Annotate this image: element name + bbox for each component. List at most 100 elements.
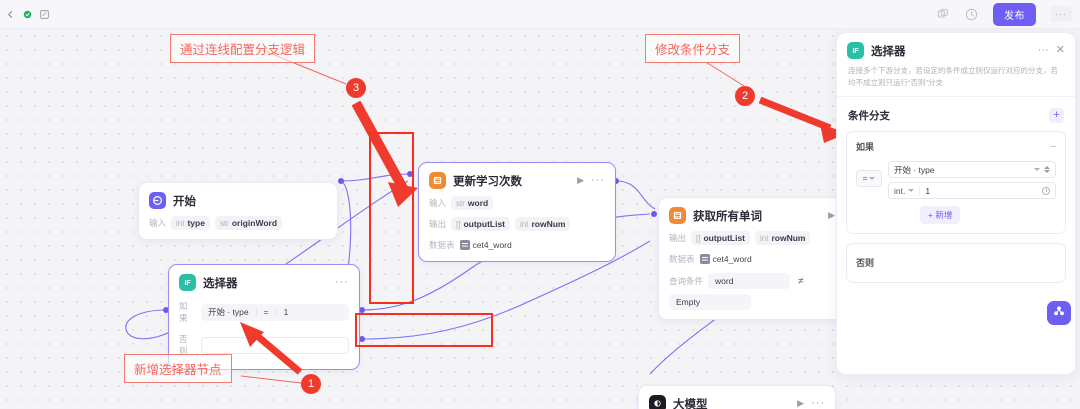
table-icon <box>699 254 710 264</box>
top-bar: 发布 ··· <box>0 0 1080 29</box>
node-start[interactable]: 开始 输入 int type str originWord <box>138 182 338 240</box>
node-start-header: 开始 <box>149 192 327 209</box>
else-label: 否则 <box>856 258 875 269</box>
io-chip: int rowNum <box>755 231 811 245</box>
more-icon[interactable]: ··· <box>811 397 825 409</box>
query-value[interactable]: Empty <box>669 294 751 310</box>
database-node-icon <box>429 172 446 189</box>
chip-name: rowNum <box>771 233 806 243</box>
chip-type: int <box>520 219 529 229</box>
add-condition-button[interactable]: + 新增 <box>920 206 961 225</box>
run-icon[interactable]: ▶ <box>577 175 584 185</box>
node-update-learning-count[interactable]: 更新学习次数 ▶ ··· 输入 str word 输出 [] outputLis… <box>418 162 616 262</box>
panel-description: 连接多个下游分支，若设定的条件成立则仅运行对应的分支，若均不成立则只运行“否则”… <box>848 66 1058 87</box>
chevron-down-icon <box>908 189 915 193</box>
run-icon[interactable]: ▶ <box>797 398 804 408</box>
publish-button[interactable]: 发布 <box>993 2 1036 26</box>
annotation-wire-branch-logic: 通过连线配置分支逻辑 <box>170 34 316 63</box>
node-llm[interactable]: 大模型 ▶ ··· 输入 str word 输出 str example_sen… <box>638 385 836 409</box>
marker-1: 1 <box>301 374 321 394</box>
io-chip: str originWord <box>214 216 283 230</box>
annotation-modify-condition: 修改条件分支 <box>645 34 741 63</box>
io-chip: [] outputList <box>691 231 751 245</box>
clock-icon[interactable] <box>1042 186 1050 195</box>
variable-value: 开始 · type <box>894 164 935 175</box>
query-field[interactable]: word <box>708 273 791 289</box>
if-label: 如果 <box>179 301 188 323</box>
if-value: 1 <box>275 307 296 317</box>
node-update-input-row: 输入 str word <box>429 196 605 210</box>
if-node-icon: IF <box>179 274 196 291</box>
table-chip: cet4_word <box>699 252 752 266</box>
io-chip: int type <box>171 216 210 230</box>
query-operator[interactable]: ≠ <box>798 275 804 287</box>
chip-type: int <box>760 233 769 243</box>
node-get-table-row: 数据表 cet4_word <box>669 252 835 266</box>
logic-operator-select[interactable]: = <box>856 170 882 188</box>
plus-icon[interactable]: + <box>1049 108 1064 124</box>
more-icon[interactable]: ··· <box>335 276 349 288</box>
chip-type: int <box>176 218 185 228</box>
io-chip: int rowNum <box>515 217 571 231</box>
logic-operator-value: = <box>862 174 868 184</box>
condition-label: 如果 <box>856 142 875 153</box>
chip-name: type <box>187 218 205 228</box>
node-get-output-row: 输出 [] outputList int rowNum <box>669 231 835 245</box>
more-icon[interactable]: ··· <box>1037 44 1049 56</box>
edit-icon[interactable] <box>38 8 50 20</box>
table-name: cet4_word <box>712 254 752 264</box>
assistant-fab-button[interactable] <box>1047 301 1071 325</box>
row-label: 输出 <box>429 219 447 229</box>
close-icon[interactable]: ✕ <box>1055 44 1065 56</box>
node-start-title: 开始 <box>173 195 196 208</box>
node-selector-title: 选择器 <box>203 277 238 290</box>
if-variable: 开始 · type <box>208 307 249 317</box>
llm-node-icon <box>649 395 666 409</box>
condition-branch-card: 如果 – = 开始 · type int. <box>846 131 1066 235</box>
assistant-icon <box>1052 304 1066 323</box>
node-selector-if-row: 如果 开始 · type = 1 <box>169 300 359 324</box>
run-icon[interactable]: ▶ <box>828 210 835 220</box>
node-get-all-words-title: 获取所有单词 <box>693 210 762 223</box>
row-label: 输入 <box>429 198 447 208</box>
status-dot-icon <box>21 8 33 20</box>
node-update-output-row: 输出 [] outputList int rowNum <box>429 217 605 231</box>
node-get-all-words[interactable]: 获取所有单词 ▶ 输出 [] outputList int rowNum 数据表 <box>658 197 846 320</box>
annotation-add-selector-node: 新增选择器节点 <box>124 354 232 383</box>
history-icon[interactable] <box>964 7 979 22</box>
condition-fields: 开始 · type int. 1 + 新增 <box>888 161 1056 225</box>
copy-icon[interactable] <box>935 7 950 22</box>
chevron-down-icon <box>869 177 876 181</box>
svg-text:IF: IF <box>184 280 190 287</box>
query-label: 查询条件 <box>669 276 704 286</box>
else-label: 否则 <box>179 334 188 356</box>
value-input[interactable]: int. 1 <box>888 182 1056 200</box>
value-text: 1 <box>925 185 931 196</box>
else-branch-slot[interactable] <box>201 336 349 354</box>
chip-type: str <box>219 218 229 228</box>
value-type-select[interactable]: int. <box>894 185 921 196</box>
marker-2: 2 <box>735 86 755 106</box>
minimize-icon[interactable]: – <box>1050 140 1056 152</box>
variable-select[interactable]: 开始 · type <box>888 161 1056 179</box>
chip-name: originWord <box>231 218 278 228</box>
io-chip: str word <box>451 196 494 210</box>
top-bar-actions: 发布 ··· <box>935 2 1080 26</box>
if-expression[interactable]: 开始 · type = 1 <box>201 303 349 321</box>
back-icon[interactable] <box>4 8 16 20</box>
chip-type: str <box>456 198 465 208</box>
chip-type: [] <box>696 233 701 243</box>
more-icon[interactable]: ··· <box>591 174 605 186</box>
node-update-title: 更新学习次数 <box>453 175 522 188</box>
chip-name: rowNum <box>531 219 566 229</box>
row-label: 输出 <box>669 233 687 243</box>
more-icon[interactable]: ··· <box>1050 6 1072 22</box>
variable-stepper-icon[interactable] <box>1044 166 1050 174</box>
condition-body: = 开始 · type int. 1 <box>856 161 1056 225</box>
panel-header: IF 选择器 ··· ✕ <box>837 33 1075 59</box>
svg-text:IF: IF <box>852 48 858 55</box>
chip-name: word <box>467 198 489 208</box>
section-title: 条件分支 <box>848 110 890 123</box>
table-name: cet4_word <box>472 240 512 250</box>
table-icon <box>459 240 470 250</box>
